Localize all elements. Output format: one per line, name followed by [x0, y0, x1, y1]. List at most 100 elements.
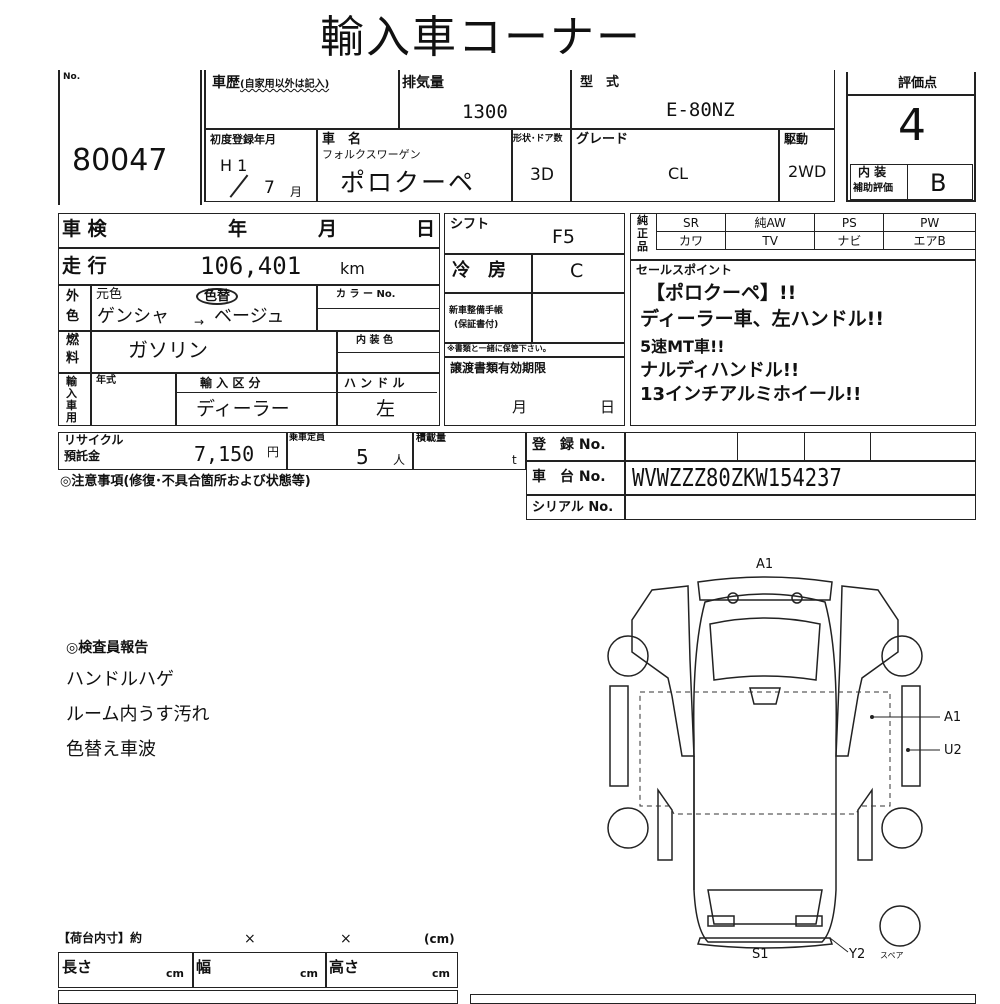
color-label-2: 色 [66, 309, 80, 324]
color-arrow: → [194, 315, 205, 329]
cargo-width-label: 幅 [196, 958, 212, 976]
maintenance-label-1: 新車整備手帳 [449, 306, 504, 316]
interior-label-2: 補助評価 [853, 183, 893, 194]
spare-label: スペア [880, 951, 904, 960]
inspector-report-line-2: ルーム内うす汚れ [66, 704, 210, 725]
windshield [709, 617, 821, 681]
bottom-right-box [470, 994, 976, 1004]
transfer-doc-month: 月 [512, 398, 528, 416]
import-handle-value: 左 [376, 398, 396, 420]
right-front-fender [835, 585, 899, 757]
car-name-label: 車 名 [322, 132, 362, 147]
chassis-label: 車 台 No. [532, 469, 606, 485]
grade-value: CL [668, 164, 689, 183]
sales-point-5: 13インチアルミホイール!! [640, 384, 862, 405]
cargo-bottom-row [58, 990, 458, 1004]
chassis-value: WVWZZZ80ZKW154237 [632, 463, 842, 492]
inspection-month: 月 [318, 218, 338, 240]
grade-label: グレード [576, 132, 629, 147]
capacity-value: 5 [356, 445, 369, 469]
lot-bracket [58, 70, 202, 205]
header-frame [204, 70, 835, 202]
car-name: ポロクーペ [340, 168, 476, 197]
front-bumper [697, 576, 833, 601]
inspection-day: 日 [416, 218, 436, 240]
damage-mark-front: A1 [756, 557, 774, 572]
capacity-unit: 人 [393, 453, 406, 467]
load-unit: t [512, 453, 517, 467]
recycle-label-1: リサイクル [64, 433, 124, 447]
sales-point-3: 5速MT車!! [640, 337, 725, 356]
mileage-label: 走 行 [62, 255, 107, 277]
import-type-value: ディーラー [196, 398, 290, 420]
interior-label-1: 内 装 [858, 165, 887, 179]
damage-mark-roof: A1 [944, 710, 962, 725]
rear-bumper [696, 937, 834, 949]
color-changed-badge: 色替 [196, 288, 239, 305]
shift-label: シフト [450, 217, 490, 232]
damage-mark-rear: S1 [752, 947, 769, 962]
sales-points-label: セールスポイント [636, 263, 733, 277]
roof-window [749, 687, 781, 705]
maintenance-note: ※書類と一緒に保管下さい。 [447, 344, 551, 353]
damage-mark-spare: Y2 [849, 947, 866, 962]
first-reg-month: 7 [264, 178, 275, 198]
taillight-left [707, 915, 735, 927]
load-label: 積載量 [416, 433, 446, 444]
cargo-x1: × [244, 931, 256, 947]
fuel-label-1: 燃 [66, 333, 80, 348]
equipment-alloy: 純AW [724, 213, 816, 232]
first-reg-label: 初度登録年月 [210, 133, 276, 146]
page-title: 輸入車コーナー [320, 12, 642, 63]
car-maker: フォルクスワーゲン [322, 148, 421, 161]
roof-zone [639, 691, 891, 815]
equipment-label: 純正品 [637, 214, 648, 253]
import-type-label: 輸 入 区 分 [200, 376, 261, 390]
right-side-panel [901, 685, 921, 787]
registration-table [526, 432, 976, 520]
inspector-report-label: ◎検査員報告 [66, 640, 149, 656]
wheel-left-front [607, 635, 649, 677]
headlight-left [727, 592, 739, 604]
spec-table [58, 213, 440, 426]
taillight-right [795, 915, 823, 927]
aircon-value: C [570, 260, 584, 282]
maintenance-label-2: (保証書付) [454, 320, 499, 330]
cargo-table [58, 952, 458, 988]
recycle-row [58, 432, 526, 470]
serial-label: シリアル No. [532, 500, 614, 515]
interior-value: B [930, 169, 947, 197]
drive-value: 2WD [788, 162, 827, 181]
first-reg-month-unit: 月 [290, 185, 303, 199]
capacity-label: 乗車定員 [289, 433, 326, 443]
headlight-right [791, 592, 803, 604]
cargo-x2: × [340, 931, 352, 947]
first-reg-era: H 1 [220, 156, 248, 175]
score-value: 4 [898, 100, 926, 151]
history-label: 車歴(自家用以外は記入) [212, 75, 330, 91]
interior-color-label: 内 装 色 [356, 335, 393, 346]
body-door-label: 形状･ドア数 [513, 134, 563, 144]
inspector-report-line-3: 色替え車波 [66, 739, 156, 760]
body-outline [693, 593, 837, 943]
caution-label: ◎注意事項(修復･不具合箇所および状態等) [60, 474, 311, 489]
inspection-year: 年 [228, 218, 248, 240]
cargo-length-label: 長さ [62, 958, 93, 976]
cargo-width-unit: cm [300, 967, 318, 980]
recycle-value: 7,150 [194, 442, 255, 466]
recycle-unit: 円 [267, 445, 280, 459]
displacement-value: 1300 [462, 101, 508, 123]
wheel-right-rear [881, 807, 923, 849]
inspection-label: 車 検 [62, 218, 107, 240]
registration-label: 登 録 No. [532, 437, 606, 453]
drive-label: 駆動 [784, 132, 809, 146]
wheel-left-rear [607, 807, 649, 849]
fuel-value: ガソリン [128, 338, 208, 362]
lot-no-label: No. [63, 72, 81, 82]
body-door-value: 3D [530, 165, 554, 185]
left-side-panel [609, 685, 629, 787]
aircon-label: 冷 房 [452, 260, 506, 281]
left-front-fender [631, 585, 695, 757]
fuel-label-2: 料 [66, 351, 80, 366]
cargo-label: 【荷台内寸】約 [58, 931, 143, 945]
